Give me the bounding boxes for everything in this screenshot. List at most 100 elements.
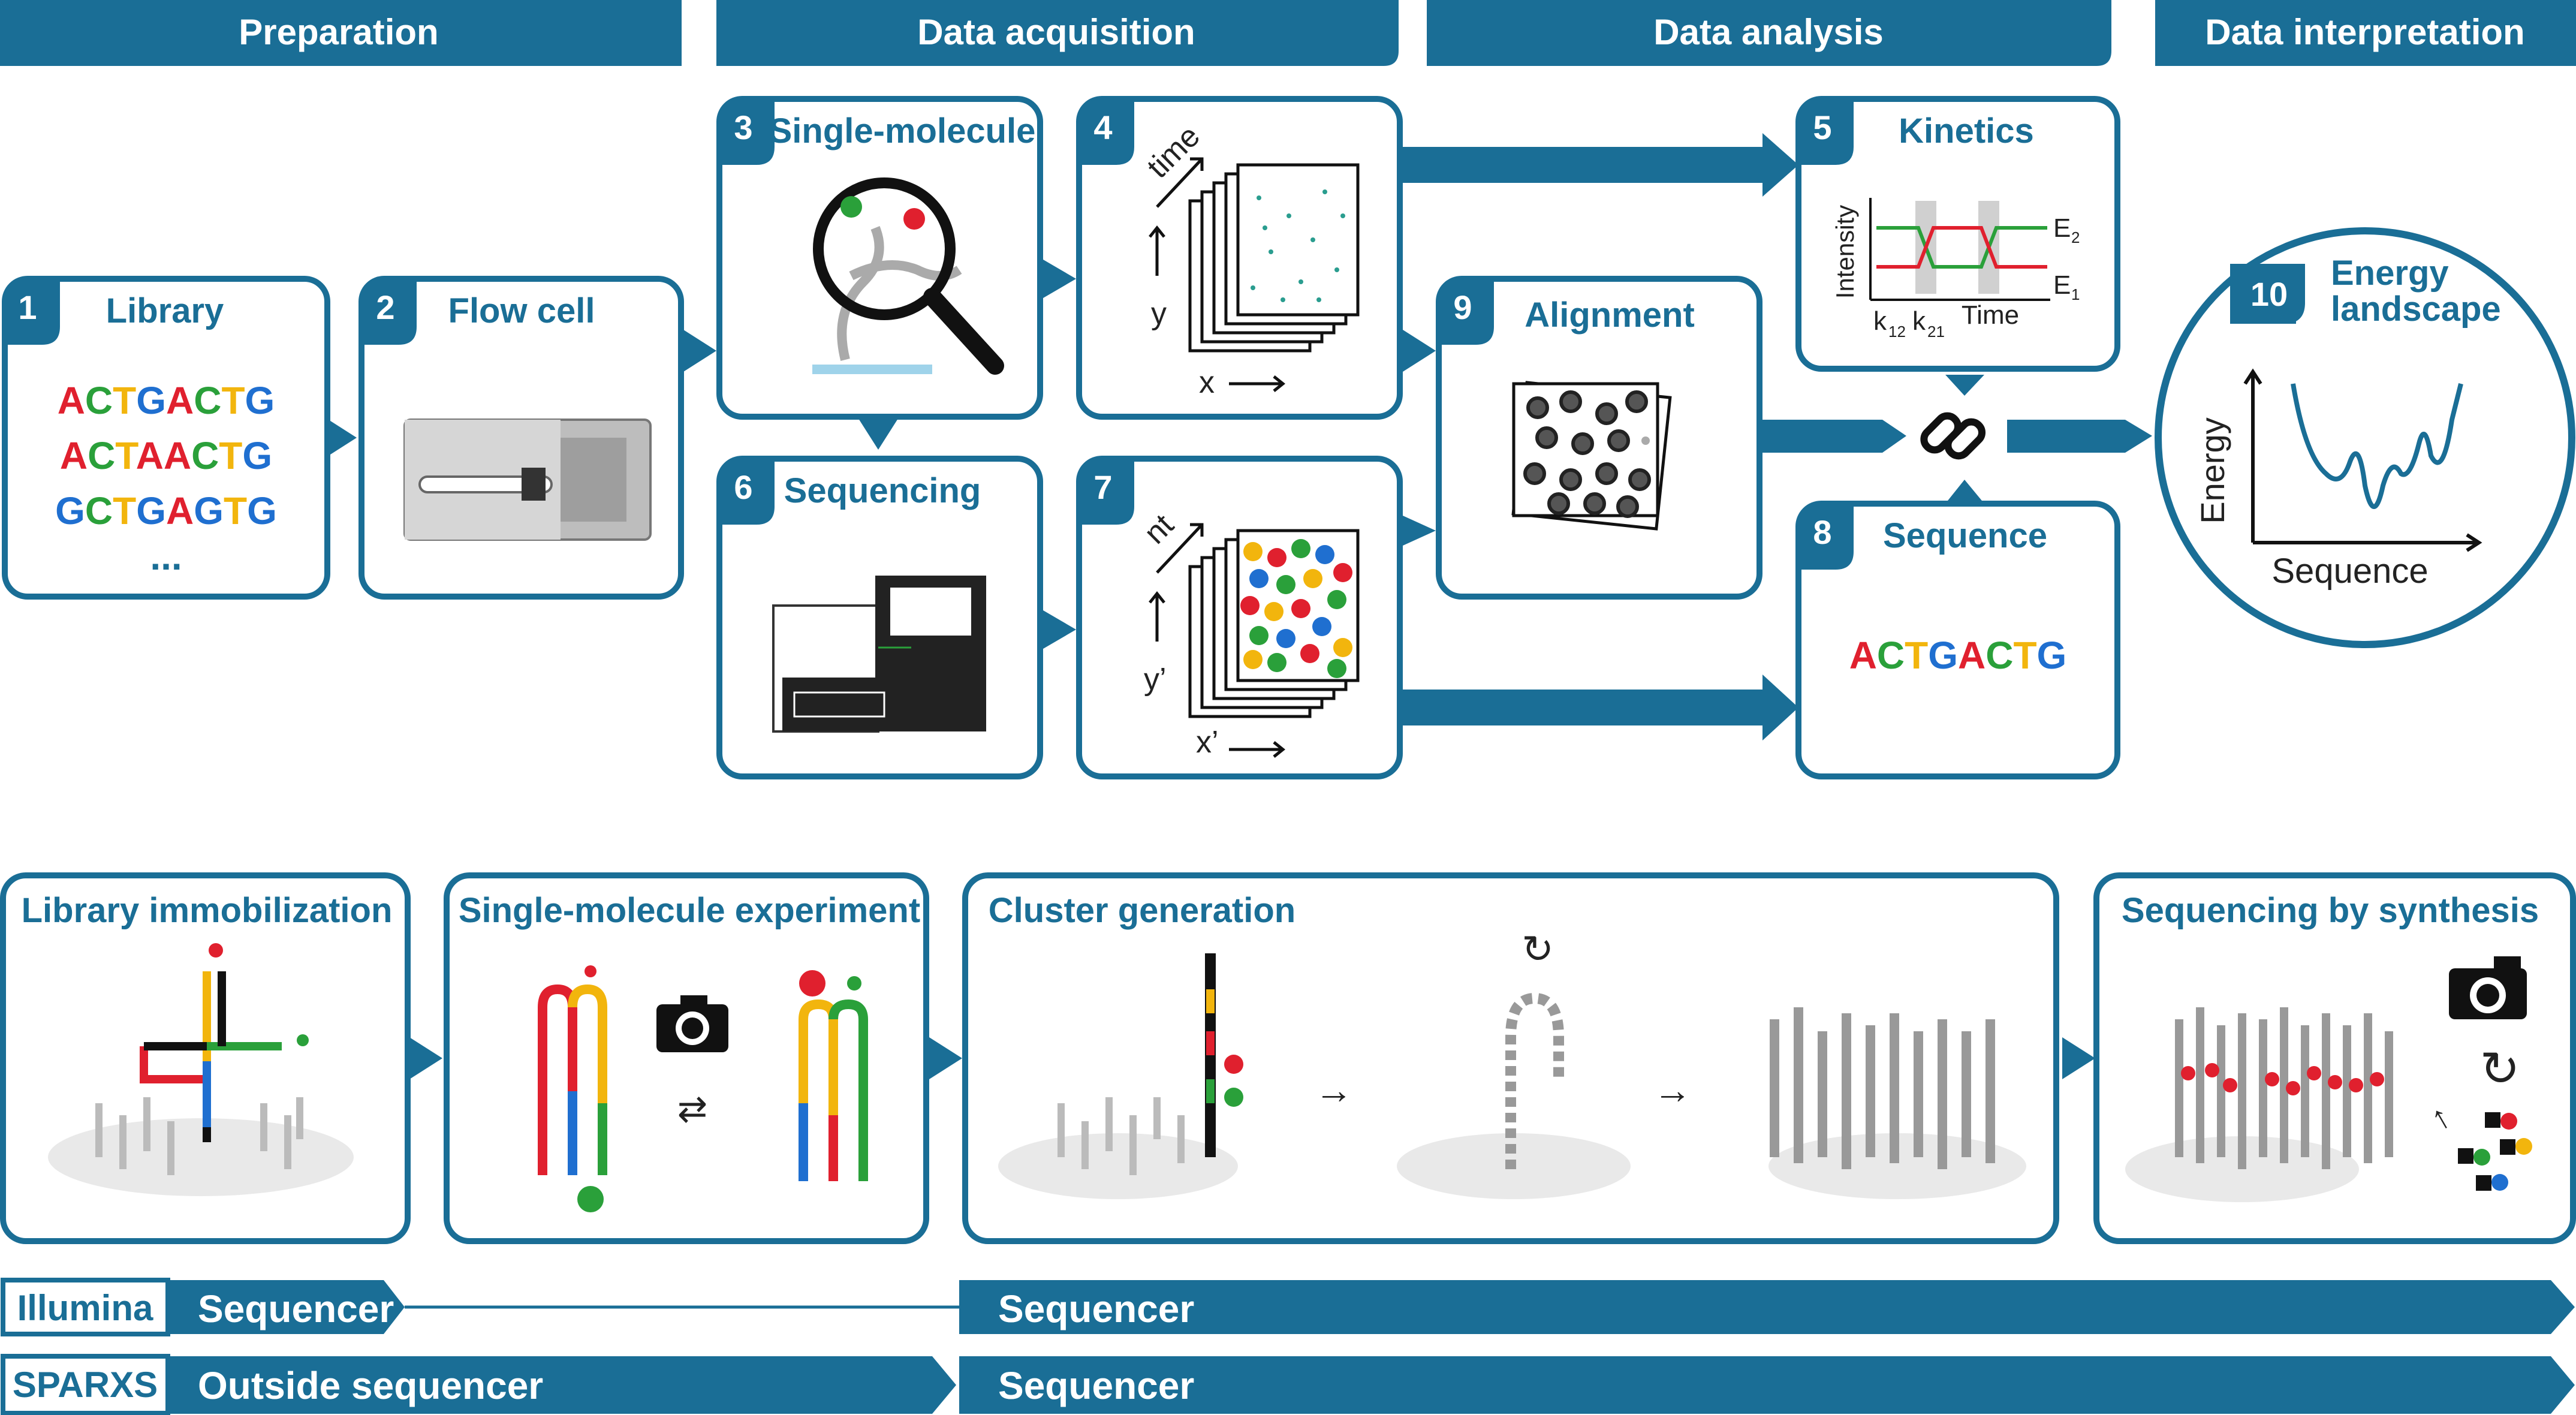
- svg-text:9: 9: [1453, 288, 1472, 326]
- nucleotide-C: C: [85, 379, 113, 422]
- nucleotide-A: A: [164, 434, 191, 477]
- svg-text:2: 2: [2071, 228, 2080, 246]
- nucleotide-T: T: [113, 379, 136, 422]
- svg-text:7: 7: [1093, 468, 1112, 506]
- svg-text:Library immobilization: Library immobilization: [22, 891, 393, 930]
- svg-text:E: E: [2053, 270, 2071, 300]
- svg-text:Sequence: Sequence: [1883, 516, 2047, 555]
- svg-text:4: 4: [1093, 109, 1112, 146]
- svg-text:2: 2: [376, 288, 394, 326]
- nucleotide-T: T: [113, 489, 136, 532]
- output-sequence: ACTGACTG: [1849, 634, 2067, 677]
- svg-text:Cluster generation: Cluster generation: [989, 891, 1295, 930]
- step-flow-cell: 2 Flow cell: [358, 276, 684, 600]
- nucleotide-C: C: [88, 434, 115, 477]
- svg-text:21: 21: [1927, 323, 1945, 341]
- svg-text:3: 3: [734, 109, 752, 146]
- equilibrium-arrows: ⇄: [677, 1089, 707, 1129]
- svg-text:Sequence: Sequence: [2271, 552, 2428, 591]
- svg-text:Illumina: Illumina: [17, 1288, 153, 1328]
- svg-text:k: k: [1873, 306, 1887, 336]
- svg-text:Library: Library: [106, 291, 224, 330]
- nucleotide-A: A: [1849, 634, 1877, 677]
- svg-text:Single-molecule experiment: Single-molecule experiment: [459, 891, 920, 930]
- step-single-molecule: 3 Single-molecule: [716, 96, 1043, 420]
- svg-text:E: E: [2053, 213, 2071, 243]
- nucleotide-G: G: [136, 489, 166, 532]
- svg-text:Sequencer: Sequencer: [998, 1364, 1194, 1407]
- svg-text:5: 5: [1813, 109, 1831, 146]
- svg-text:Kinetics: Kinetics: [1899, 112, 2034, 150]
- nucleotide-T: T: [221, 379, 245, 422]
- svg-text:Time: Time: [1962, 300, 2019, 330]
- step-energy-landscape: 10 Energy landscape Energy Sequence: [2155, 227, 2575, 648]
- nucleotide-A: A: [136, 434, 164, 477]
- aligned-images-icon: [1511, 381, 1672, 531]
- nucleotide-C: C: [191, 434, 219, 477]
- svg-text:Alignment: Alignment: [1524, 296, 1695, 335]
- svg-text:SPARXS: SPARXS: [13, 1365, 158, 1405]
- svg-text:Energy: Energy: [2331, 254, 2449, 293]
- nucleotide-G: G: [2037, 634, 2067, 677]
- camera-icon: [656, 995, 728, 1052]
- nucleotide-G: G: [136, 379, 166, 422]
- nucleotide-T: T: [1905, 634, 1928, 677]
- magnifier-icon: [812, 177, 1004, 375]
- nucleotide-C: C: [1877, 634, 1905, 677]
- step-sequence: 8 Sequence ACTGACTG: [1795, 501, 2120, 779]
- stage-header-data-interpretation: Data interpretation: [2155, 0, 2576, 66]
- svg-text:Sequencer: Sequencer: [198, 1287, 394, 1330]
- library-sequence-2: ACTAACTG: [60, 434, 272, 477]
- svg-text:Energy: Energy: [2194, 417, 2231, 523]
- nucleotide-A: A: [58, 379, 85, 422]
- svg-text:landscape: landscape: [2331, 290, 2501, 329]
- library-sequence-3: GCTGAGTG: [55, 489, 277, 532]
- flow-cell-icon: [403, 419, 652, 541]
- svg-text:x’: x’: [1196, 725, 1219, 760]
- nucleotide-A: A: [166, 489, 194, 532]
- panel-cluster-generation: Cluster generation → ↻ →: [962, 872, 2059, 1244]
- svg-text:10: 10: [2250, 275, 2288, 313]
- step-alignment: 9 Alignment: [1436, 276, 1762, 600]
- camera-icon-2: [2449, 956, 2527, 1019]
- energy-landscape-chart: [2243, 368, 2482, 552]
- nucleotide-T: T: [2013, 634, 2036, 677]
- image-stack-icon: [1149, 157, 1360, 392]
- color-image-stack-icon: [1149, 523, 1360, 758]
- svg-text:Data interpretation: Data interpretation: [2205, 12, 2524, 52]
- cruciform-molecule-icon: [140, 971, 282, 1142]
- nucleotide-G: G: [242, 434, 272, 477]
- svg-text:1: 1: [2071, 285, 2080, 303]
- step-sequencing-images: 7 nt: [1076, 456, 1403, 779]
- svg-text:x: x: [1199, 365, 1215, 400]
- arrow-right-2: →: [1653, 1068, 1692, 1112]
- svg-text:Sequencing by synthesis: Sequencing by synthesis: [2122, 891, 2539, 930]
- nucleotide-G: G: [55, 489, 85, 532]
- svg-text:Flow cell: Flow cell: [448, 291, 595, 330]
- svg-text:...: ...: [150, 535, 182, 578]
- step-library: 1 Library ACTGACTG ACTAACTG GCTGAGTG ...: [2, 276, 330, 600]
- svg-text:Single-molecule: Single-molecule: [769, 112, 1036, 150]
- nucleotide-G: G: [247, 489, 277, 532]
- hairpin-right-icon: [799, 999, 868, 1181]
- kinetics-trace-chart: [1869, 198, 2050, 301]
- cycle-icon: ↻: [1522, 928, 1554, 971]
- step-kinetics: 5 Kinetics Intensity Time E 2 E 1 k 12 k…: [1795, 96, 2120, 372]
- link-icon: [1920, 412, 1986, 460]
- hairpin-left-icon: [538, 984, 607, 1175]
- nucleotide-G: G: [1928, 634, 1958, 677]
- svg-text:Data analysis: Data analysis: [1653, 12, 1884, 52]
- bar-illumina: Illumina Sequencer Sequencer: [1, 1278, 2575, 1336]
- svg-text:6: 6: [734, 468, 752, 506]
- nucleotide-C: C: [1986, 634, 2013, 677]
- panel-single-molecule-experiment: Single-molecule experiment ⇄: [444, 872, 929, 1244]
- svg-text:k: k: [1912, 306, 1926, 336]
- nucleotide-C: C: [194, 379, 221, 422]
- svg-text:Data acquisition: Data acquisition: [917, 12, 1195, 52]
- step-sequencing: 6 Sequencing: [716, 456, 1043, 779]
- flow-arrows: [329, 133, 2152, 1079]
- panel-library-immobilization: Library immobilization: [0, 872, 411, 1244]
- cycle-icon-2: ↻: [2479, 1042, 2520, 1095]
- stage-header-data-acquisition: Data acquisition: [716, 0, 1399, 66]
